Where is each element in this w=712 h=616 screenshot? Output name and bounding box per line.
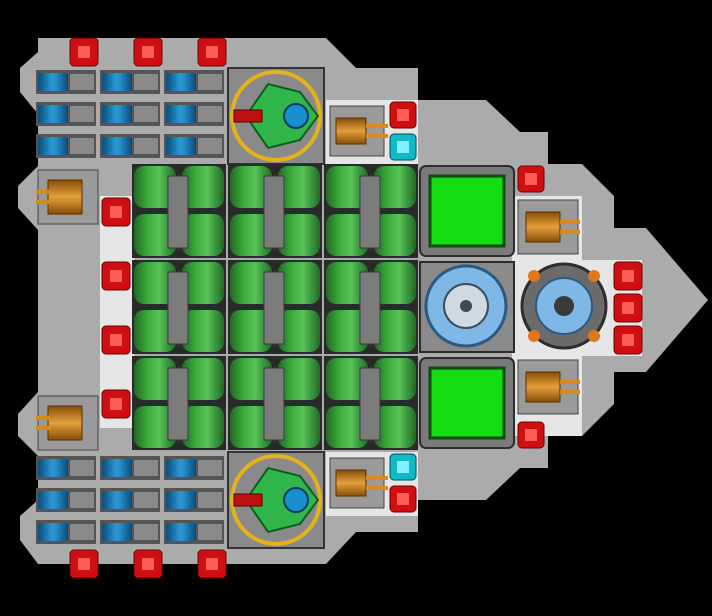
- connector[interactable]: [101, 197, 131, 227]
- thruster[interactable]: [36, 520, 96, 544]
- thruster[interactable]: [164, 456, 224, 480]
- shield-generator[interactable]: [419, 261, 515, 353]
- armor-block[interactable]: [324, 260, 418, 354]
- connector[interactable]: [517, 421, 545, 449]
- connector-cyan[interactable]: [389, 453, 417, 481]
- connector[interactable]: [517, 165, 545, 193]
- thruster[interactable]: [100, 488, 160, 512]
- connector[interactable]: [101, 261, 131, 291]
- top-connectors: [69, 37, 227, 67]
- connector[interactable]: [69, 549, 99, 579]
- thruster-bank-top: [36, 70, 224, 158]
- thruster[interactable]: [164, 520, 224, 544]
- turret-right-top[interactable]: [517, 199, 580, 255]
- hull-plate-light-left: [100, 196, 134, 428]
- armor-block[interactable]: [228, 260, 322, 354]
- thruster[interactable]: [100, 70, 160, 94]
- armor-grid: [132, 164, 418, 450]
- armor-block[interactable]: [132, 356, 226, 450]
- turret-left-bottom[interactable]: [36, 395, 99, 451]
- turret-top-small[interactable]: [329, 105, 388, 157]
- reactor-bottom[interactable]: [419, 357, 515, 449]
- connector[interactable]: [389, 101, 417, 129]
- connector[interactable]: [101, 389, 131, 419]
- thruster[interactable]: [36, 134, 96, 158]
- armor-block[interactable]: [132, 164, 226, 258]
- armor-block[interactable]: [324, 164, 418, 258]
- thruster-bank-bottom: [36, 456, 224, 544]
- connector[interactable]: [69, 37, 99, 67]
- bottom-connectors: [69, 549, 227, 579]
- armor-block[interactable]: [324, 356, 418, 450]
- turret-right-bottom[interactable]: [517, 359, 580, 415]
- connector[interactable]: [197, 549, 227, 579]
- thruster[interactable]: [164, 70, 224, 94]
- engine-core[interactable]: [520, 262, 608, 350]
- connector-cyan[interactable]: [389, 133, 417, 161]
- connector[interactable]: [613, 261, 643, 291]
- armor-block[interactable]: [228, 356, 322, 450]
- command-module-top[interactable]: [227, 67, 325, 165]
- armor-block[interactable]: [132, 260, 226, 354]
- thruster[interactable]: [100, 134, 160, 158]
- connector[interactable]: [613, 293, 643, 323]
- turret-left-top[interactable]: [36, 169, 99, 225]
- command-module-bottom[interactable]: [227, 451, 325, 549]
- connector[interactable]: [101, 325, 131, 355]
- thruster[interactable]: [164, 134, 224, 158]
- connector[interactable]: [197, 37, 227, 67]
- connector[interactable]: [133, 37, 163, 67]
- turret-bottom-small[interactable]: [329, 457, 388, 509]
- connector[interactable]: [133, 549, 163, 579]
- connector[interactable]: [613, 325, 643, 355]
- thruster[interactable]: [164, 488, 224, 512]
- thruster[interactable]: [100, 102, 160, 126]
- thruster[interactable]: [36, 456, 96, 480]
- thruster[interactable]: [100, 456, 160, 480]
- thruster[interactable]: [36, 70, 96, 94]
- thruster[interactable]: [164, 102, 224, 126]
- thruster[interactable]: [36, 488, 96, 512]
- thruster[interactable]: [100, 520, 160, 544]
- thruster[interactable]: [36, 102, 96, 126]
- armor-block[interactable]: [228, 164, 322, 258]
- reactor-top[interactable]: [419, 165, 515, 257]
- connector[interactable]: [389, 485, 417, 513]
